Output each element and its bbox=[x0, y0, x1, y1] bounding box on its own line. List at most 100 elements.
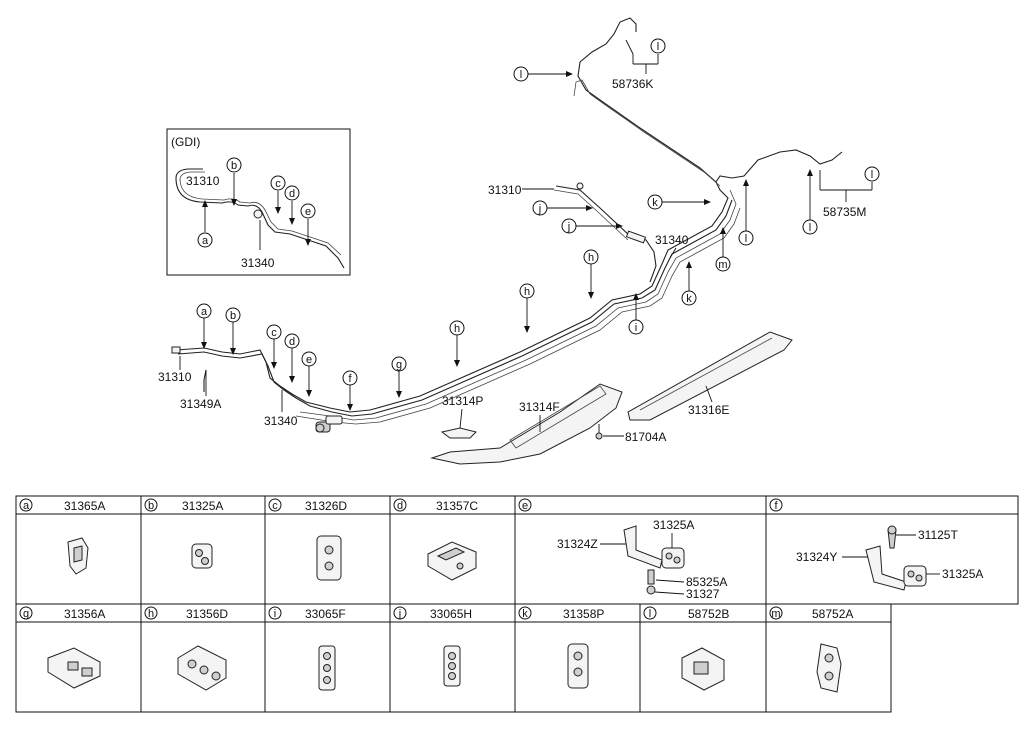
table-f-31325A: 31325A bbox=[942, 567, 983, 581]
svg-text:h: h bbox=[524, 286, 530, 298]
callout-e: e bbox=[301, 351, 317, 397]
clip-d-icon bbox=[427, 541, 477, 581]
part-31349A: 31349A bbox=[180, 397, 221, 411]
svg-text:d: d bbox=[289, 188, 295, 200]
callout-j-2: j bbox=[561, 218, 623, 234]
protector-31314F bbox=[430, 383, 623, 465]
svg-text:e: e bbox=[522, 500, 528, 512]
gdi-fuel-line bbox=[175, 168, 345, 269]
svg-text:k: k bbox=[522, 608, 528, 620]
callout-l-upper: l bbox=[513, 66, 573, 82]
table-cell-g: g 31356A bbox=[19, 606, 105, 689]
svg-text:i: i bbox=[635, 322, 637, 334]
callout-b: b bbox=[225, 307, 241, 355]
svg-text:m: m bbox=[718, 259, 727, 271]
svg-text:b: b bbox=[231, 160, 237, 172]
quick-connector bbox=[315, 415, 343, 433]
svg-text:h: h bbox=[588, 252, 594, 264]
clip-k-icon bbox=[567, 643, 589, 689]
table-part-33065F: 33065F bbox=[305, 607, 346, 621]
svg-text:l: l bbox=[871, 169, 873, 181]
protector-31314P bbox=[440, 427, 477, 439]
callout-j-1: j bbox=[532, 200, 593, 216]
table-cell-a: a 31365A bbox=[19, 498, 105, 575]
svg-text:a: a bbox=[201, 306, 208, 318]
gdi-label: (GDI) bbox=[171, 135, 200, 149]
table-cell-e: e 31324Z 31325A 85325A 31327 bbox=[518, 498, 727, 601]
table-cell-k: k 31358P bbox=[518, 606, 604, 689]
svg-text:f: f bbox=[348, 373, 352, 385]
svg-text:g: g bbox=[396, 359, 402, 371]
table-part-31358P: 31358P bbox=[563, 607, 604, 621]
svg-text:a: a bbox=[23, 500, 30, 512]
table-part-31356A: 31356A bbox=[64, 607, 105, 621]
parts-table bbox=[15, 495, 1019, 713]
table-part-31365A: 31365A bbox=[64, 499, 105, 513]
table-f-31125T: 31125T bbox=[918, 528, 958, 542]
table-e-31324Z: 31324Z bbox=[557, 537, 598, 551]
table-e-31325A: 31325A bbox=[653, 518, 694, 532]
svg-text:j: j bbox=[398, 608, 401, 620]
clip-m-icon bbox=[816, 643, 842, 693]
table-part-58752A: 58752A bbox=[812, 607, 853, 621]
gdi-part-31340: 31340 bbox=[241, 256, 275, 270]
table-part-31357C: 31357C bbox=[436, 499, 478, 513]
clip-a-icon bbox=[67, 537, 89, 575]
svg-text:l: l bbox=[520, 69, 522, 81]
svg-text:g: g bbox=[23, 608, 29, 620]
table-part-33065H: 33065H bbox=[430, 607, 472, 621]
callout-a: a bbox=[196, 303, 212, 349]
svg-text:l: l bbox=[745, 233, 747, 245]
bracket-f-icon bbox=[865, 525, 927, 591]
group-58736K: l 58736K bbox=[612, 38, 666, 91]
svg-text:d: d bbox=[289, 336, 295, 348]
callout-h-3: h bbox=[583, 249, 599, 299]
screw-81704A bbox=[595, 424, 603, 440]
part-81704A: 81704A bbox=[625, 430, 666, 444]
protector-31316E bbox=[627, 331, 793, 421]
svg-text:k: k bbox=[652, 197, 658, 209]
part-58736K: 58736K bbox=[612, 77, 653, 91]
part-31314P: 31314P bbox=[442, 394, 483, 408]
svg-text:m: m bbox=[771, 608, 780, 620]
clip-g-icon bbox=[47, 647, 101, 689]
callout-k-2: k bbox=[681, 261, 697, 306]
callout-h-2: h bbox=[519, 283, 535, 333]
svg-text:e: e bbox=[306, 354, 312, 366]
clip-j-icon bbox=[443, 645, 461, 687]
table-cell-m: m 58752A bbox=[769, 606, 853, 693]
table-part-31326D: 31326D bbox=[305, 499, 347, 513]
table-part-31325A: 31325A bbox=[182, 499, 223, 513]
svg-text:b: b bbox=[230, 310, 236, 322]
svg-text:c: c bbox=[272, 500, 278, 512]
gdi-callout-b: b bbox=[226, 157, 242, 206]
callout-c: c bbox=[266, 324, 282, 369]
table-cell-l: l 58752B bbox=[643, 606, 729, 691]
table-e-85325A: 85325A bbox=[686, 575, 727, 589]
svg-text:a: a bbox=[202, 235, 209, 247]
svg-text:j: j bbox=[538, 203, 541, 215]
table-part-31356D: 31356D bbox=[186, 607, 228, 621]
clip-b-icon bbox=[191, 543, 213, 569]
callout-d: d bbox=[284, 333, 300, 383]
table-cell-h: h 31356D bbox=[144, 606, 228, 691]
clip-h-icon bbox=[177, 645, 227, 691]
gdi-callout-d: d bbox=[284, 185, 300, 225]
svg-text:k: k bbox=[686, 293, 692, 305]
svg-text:f: f bbox=[774, 500, 778, 512]
svg-text:i: i bbox=[274, 608, 276, 620]
gdi-callout-a: a bbox=[197, 200, 213, 248]
svg-text:l: l bbox=[809, 222, 811, 234]
part-31340-left: 31340 bbox=[264, 414, 298, 428]
table-cell-d: d 31357C bbox=[393, 498, 478, 581]
table-cell-j: j 33065H bbox=[393, 606, 472, 687]
svg-text:c: c bbox=[271, 327, 277, 339]
gdi-inset-frame bbox=[166, 128, 351, 276]
bracket-e-icon bbox=[623, 525, 685, 595]
table-e-31327: 31327 bbox=[686, 587, 720, 601]
table-f-31324Y: 31324Y bbox=[796, 550, 837, 564]
table-cell-i: i 33065F bbox=[268, 606, 346, 691]
callout-m: m bbox=[715, 227, 731, 272]
